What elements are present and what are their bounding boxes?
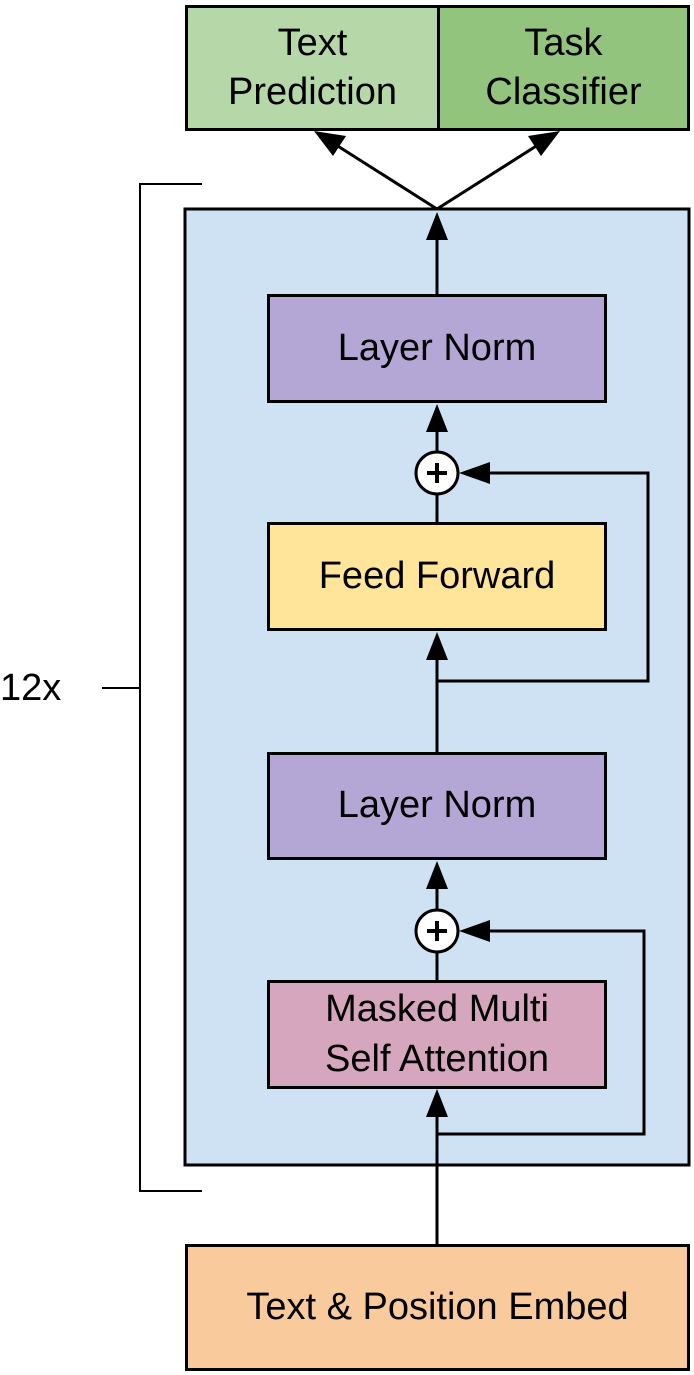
arrowhead-up-attention bbox=[426, 1089, 448, 1117]
text-position-embed-box: Text & Position Embed bbox=[185, 1244, 690, 1371]
text-position-embed-label: Text & Position Embed bbox=[246, 1285, 629, 1328]
arrowhead-up-output bbox=[426, 212, 448, 240]
arrowhead-up-layernorm-top bbox=[426, 404, 448, 432]
arrow-to-text-prediction bbox=[332, 141, 438, 211]
arrowhead-task-classifier bbox=[528, 131, 560, 156]
repeat-bracket bbox=[102, 183, 202, 1192]
layer-norm-top-label: Layer Norm bbox=[337, 326, 537, 369]
arrowhead-up-layernorm-bottom bbox=[426, 861, 448, 889]
layer-norm-bottom-box: Layer Norm bbox=[267, 752, 607, 860]
arrowhead-left-residual-bottom bbox=[459, 920, 490, 942]
repeat-count-label: 12x bbox=[0, 667, 62, 709]
arrowhead-up-feedforward bbox=[426, 632, 448, 660]
task-classifier-box: Task Classifier bbox=[437, 5, 690, 131]
text-prediction-box: Text Prediction bbox=[185, 5, 440, 131]
masked-attention-box: Masked Multi Self Attention bbox=[267, 980, 607, 1089]
plus-circle-icon bbox=[414, 450, 460, 496]
task-classifier-label: Task Classifier bbox=[485, 21, 642, 113]
arrowhead-left-residual-top bbox=[459, 462, 490, 484]
layer-norm-bottom-label: Layer Norm bbox=[337, 784, 537, 827]
masked-attention-label: Masked Multi Self Attention bbox=[325, 988, 549, 1080]
arrowhead-text-prediction bbox=[314, 131, 346, 156]
arrow-to-task-classifier bbox=[436, 141, 542, 211]
text-prediction-label: Text Prediction bbox=[228, 21, 397, 113]
residual-path-feedforward bbox=[437, 471, 650, 683]
plus-circle-icon bbox=[414, 908, 460, 954]
residual-path-attention bbox=[437, 929, 646, 1136]
feed-forward-box: Feed Forward bbox=[267, 522, 607, 631]
feed-forward-label: Feed Forward bbox=[318, 554, 556, 597]
layer-norm-top-box: Layer Norm bbox=[267, 294, 607, 403]
